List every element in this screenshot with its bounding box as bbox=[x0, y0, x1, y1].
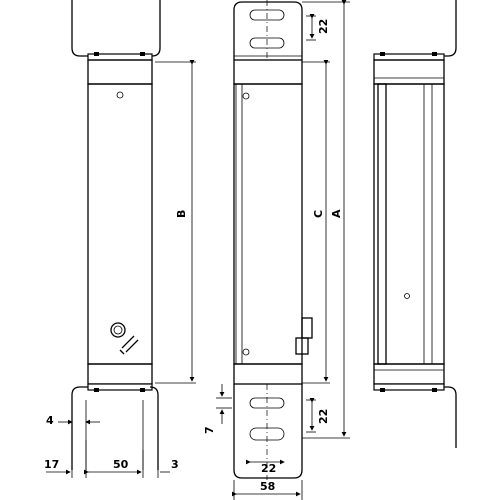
left-top-bolt bbox=[94, 52, 99, 56]
right-top-cap bbox=[373, 59, 445, 85]
side-gland-body bbox=[295, 337, 309, 355]
front-side-strip bbox=[235, 83, 243, 365]
connector-inner bbox=[113, 325, 123, 335]
left-top-bolt bbox=[140, 52, 145, 56]
dim-label-58: 58 bbox=[260, 480, 275, 493]
top-mounting-plate bbox=[233, 1, 303, 60]
side-gland bbox=[301, 317, 313, 339]
left-bottom-bolt bbox=[94, 388, 99, 392]
left-bottom-bracket bbox=[71, 386, 159, 470]
front-body bbox=[233, 83, 303, 365]
right-bottom-bolt bbox=[432, 388, 437, 392]
front-view: 22 22 22 58 7 C A bbox=[203, 0, 350, 500]
dim-label-50: 50 bbox=[113, 458, 129, 471]
dim-label-3: 3 bbox=[171, 458, 179, 471]
front-screw bbox=[242, 348, 250, 356]
right-top-bolt bbox=[432, 52, 437, 56]
right-top-bolt bbox=[380, 52, 385, 56]
right-indicator bbox=[404, 293, 410, 299]
right-top-bracket bbox=[377, 0, 457, 60]
right-bottom-cap bbox=[373, 363, 445, 385]
dim-label-17: 17 bbox=[44, 458, 59, 471]
dim-label-B: B bbox=[175, 210, 188, 218]
left-top-bracket bbox=[71, 0, 161, 60]
dim-label-22-bottom: 22 bbox=[261, 462, 276, 475]
right-view bbox=[373, 0, 457, 448]
left-bottom-bolt bbox=[140, 388, 145, 392]
left-body bbox=[87, 83, 153, 365]
right-bottom-bolt bbox=[380, 388, 385, 392]
right-body bbox=[373, 83, 445, 365]
dim-label-A: A bbox=[330, 209, 343, 218]
connector-icon bbox=[110, 322, 126, 338]
dim-label-4: 4 bbox=[46, 414, 54, 427]
left-top-cap bbox=[87, 59, 153, 85]
front-bottom-cap bbox=[233, 363, 303, 385]
left-view: B 4 17 50 3 bbox=[44, 0, 196, 478]
dim-label-7: 7 bbox=[203, 426, 216, 434]
front-screw bbox=[242, 92, 250, 100]
left-screw bbox=[116, 91, 124, 99]
right-bottom-bracket bbox=[444, 386, 457, 448]
dim-label-22-top: 22 bbox=[317, 19, 330, 34]
dim-label-22-side: 22 bbox=[317, 409, 330, 424]
front-top-cap bbox=[233, 59, 303, 85]
left-bottom-cap bbox=[87, 363, 153, 385]
cable-gland bbox=[119, 335, 139, 355]
bottom-mounting-plate bbox=[233, 384, 303, 479]
right-side-strip bbox=[377, 83, 387, 365]
dim-label-C: C bbox=[312, 210, 325, 218]
